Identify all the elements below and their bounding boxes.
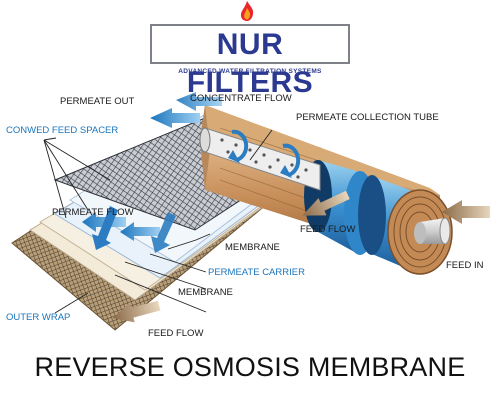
label-membrane-bottom: MEMBRANE [178,287,233,298]
diagram-labels: PERMEATE OUT CONCENTRATE FLOW PERMEATE C… [6,93,484,339]
label-feed-flow-bottom: FEED FLOW [148,328,203,339]
permeate-out-arrow [150,108,200,128]
logo-frame: NUR FILTERS [150,24,350,99]
feed-flow-right-arrow [302,190,350,216]
feed-in-arrow [442,200,490,224]
label-feed-flow-right: FEED FLOW [300,224,355,235]
label-outer-wrap: OUTER WRAP [6,312,70,323]
leader-lines [43,129,273,314]
logo-name: NUR FILTERS [186,28,314,99]
nur-filters-logo: NUR FILTERS ADVANCED WATER FILTRATION SY… [150,10,350,99]
feed-flow-bottom-arrow [112,300,161,323]
flow-arrows [82,92,490,323]
label-membrane-top: MEMBRANE [225,242,280,253]
permeate-up-arrow [92,206,118,250]
label-permeate-flow: PERMEATE FLOW [52,207,134,218]
label-conwed-feed-spacer: CONWED FEED SPACER [6,125,118,136]
label-concentrate-flow: CONCENTRATE FLOW [190,93,292,104]
permeate-flow-arrow-2 [120,222,160,241]
label-permeate-out: PERMEATE OUT [60,96,134,107]
flame-icon [240,1,254,21]
concentrate-flow-arrow [176,92,222,111]
membrane-illustration: PERMEATE OUT CONCENTRATE FLOW PERMEATE C… [6,92,490,339]
label-permeate-collection-tube: PERMEATE COLLECTION TUBE [296,112,439,123]
permeate-up-arrow-2 [151,212,176,253]
diagram-caption: REVERSE OSMOSIS MEMBRANE [34,352,466,382]
label-feed-in: FEED IN [446,260,484,271]
label-permeate-carrier: PERMEATE CARRIER [208,267,305,278]
logo-tagline: ADVANCED WATER FILTRATION SYSTEMS [178,68,322,75]
permeate-collection-tube [199,127,321,191]
